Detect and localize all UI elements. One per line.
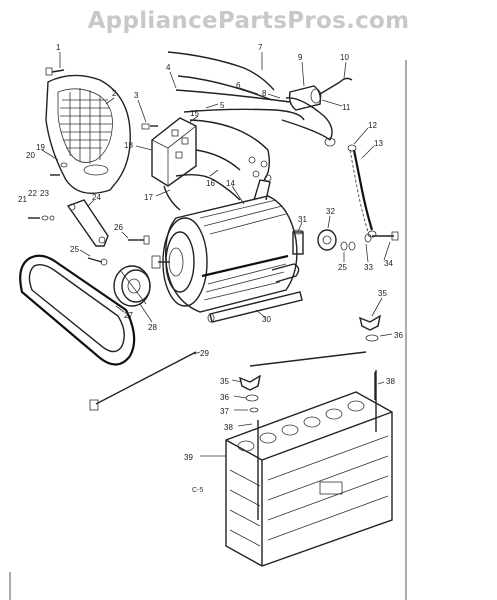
callout-5: 5 xyxy=(220,101,225,110)
callout-7: 7 xyxy=(258,43,263,52)
bushing xyxy=(317,229,337,251)
small-hardware xyxy=(28,123,158,221)
callout-17: 17 xyxy=(144,193,153,202)
callout-25-nut: 25 xyxy=(338,263,347,272)
callout-3: 3 xyxy=(134,91,139,100)
callout-6: 6 xyxy=(236,81,241,90)
bolt-part-26 xyxy=(128,235,150,245)
wing-nut-lower xyxy=(238,374,261,413)
callout-26: 26 xyxy=(114,223,123,232)
terminal-group xyxy=(248,156,272,182)
spacer xyxy=(292,229,304,255)
callout-21: 21 xyxy=(18,195,27,204)
callout-1: 1 xyxy=(56,43,61,52)
wing-nut-upper xyxy=(358,314,381,342)
starter-solenoid xyxy=(288,77,353,111)
battery xyxy=(225,370,393,567)
fan-shroud xyxy=(45,74,131,194)
wiring-harness xyxy=(163,51,336,211)
voltage-regulator xyxy=(151,117,197,187)
callout-32: 32 xyxy=(326,207,335,216)
callout-25-idler: 25 xyxy=(70,245,79,254)
callout-29: 29 xyxy=(200,349,209,358)
callout-35-lower: 35 xyxy=(220,377,229,386)
watermark-text: AppliancePartsPros.com xyxy=(87,8,410,34)
callout-20: 20 xyxy=(26,151,35,160)
callout-8: 8 xyxy=(262,89,267,98)
callout-15: 15 xyxy=(190,109,199,118)
callout-36-lower: 36 xyxy=(220,393,229,402)
callout-labels: 1 2 3 4 5 6 7 8 9 10 11 12 13 14 15 16 1… xyxy=(18,43,403,462)
callout-18: 18 xyxy=(124,141,133,150)
callout-33: 33 xyxy=(364,263,373,272)
callout-28: 28 xyxy=(148,323,157,332)
generator xyxy=(151,179,300,313)
callout-14: 14 xyxy=(226,179,235,188)
battery-cable xyxy=(347,144,377,238)
callout-13: 13 xyxy=(374,139,383,148)
hold-down-rod-long xyxy=(89,351,197,411)
callout-19: 19 xyxy=(36,143,45,152)
callout-2: 2 xyxy=(112,89,117,98)
idler-arm xyxy=(66,199,109,266)
callout-22: 22 xyxy=(28,189,37,198)
callout-37: 37 xyxy=(220,407,229,416)
bolt-part-1 xyxy=(45,67,65,76)
v-belt xyxy=(19,254,136,366)
callout-27: 27 xyxy=(124,311,133,320)
callout-23: 23 xyxy=(40,189,49,198)
callout-38-left: 38 xyxy=(224,423,233,432)
callout-30: 30 xyxy=(262,315,271,324)
pulley xyxy=(113,265,151,307)
callout-34: 34 xyxy=(384,259,393,268)
callout-10: 10 xyxy=(340,53,349,62)
nut-washer-group xyxy=(340,231,399,251)
diagram-code: C-5 xyxy=(192,487,203,494)
callout-4: 4 xyxy=(166,63,171,72)
callout-9: 9 xyxy=(298,53,303,62)
callout-12: 12 xyxy=(368,121,377,130)
callout-36-upper: 36 xyxy=(394,331,403,340)
callout-38-right: 38 xyxy=(386,377,395,386)
leader-lines xyxy=(41,52,393,457)
hold-down-strap xyxy=(249,351,376,400)
callout-24: 24 xyxy=(92,193,101,202)
mounting-rod xyxy=(207,291,303,323)
callout-31: 31 xyxy=(298,215,307,224)
callout-16: 16 xyxy=(206,179,215,188)
callout-35-upper: 35 xyxy=(378,289,387,298)
callout-11: 11 xyxy=(342,103,351,112)
callout-39: 39 xyxy=(184,453,193,462)
